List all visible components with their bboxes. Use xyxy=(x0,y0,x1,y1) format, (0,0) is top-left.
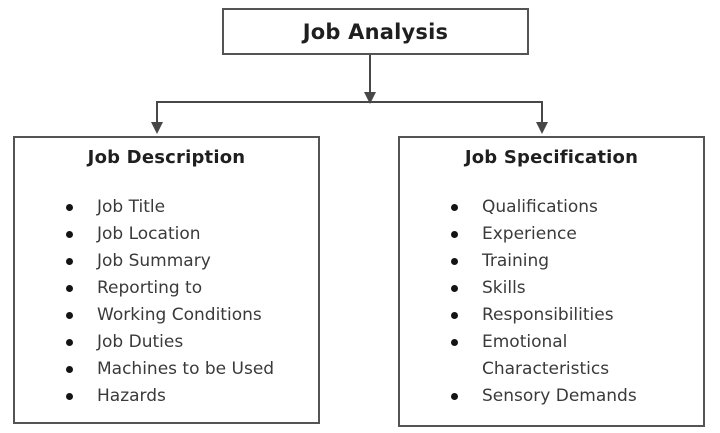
list-item-label: Responsibilities xyxy=(482,305,614,325)
list-item: Reporting to xyxy=(63,275,310,302)
job-description-list: Job Title Job Location Job Summary Repor… xyxy=(15,194,318,410)
list-item: Job Duties xyxy=(63,329,310,356)
list-item-label: Skills xyxy=(482,278,526,298)
bullet-icon xyxy=(63,194,97,221)
bullet-icon xyxy=(63,275,97,302)
job-specification-box: Job Specification Qualifications Experie… xyxy=(398,136,705,427)
list-item: Sensory Demands xyxy=(448,383,695,410)
bullet-icon xyxy=(448,275,482,302)
list-item-label: Sensory Demands xyxy=(482,386,637,406)
bullet-icon xyxy=(63,302,97,329)
arrowhead-left-icon xyxy=(151,122,163,134)
arrowhead-center-icon xyxy=(364,92,376,104)
bullet-icon xyxy=(448,248,482,275)
list-item: Skills xyxy=(448,275,695,302)
arrowhead-right-icon xyxy=(536,122,548,134)
list-item: Machines to be Used xyxy=(63,356,310,383)
bullet-icon xyxy=(448,194,482,221)
job-specification-title: Job Specification xyxy=(464,147,639,168)
job-description-box: Job Description Job Title Job Location J… xyxy=(13,136,320,424)
job-specification-list: Qualifications Experience Training Skill… xyxy=(400,194,703,410)
list-item-label: Emotional Characteristics xyxy=(482,332,610,379)
bullet-icon xyxy=(63,329,97,356)
list-item: Qualifications xyxy=(448,194,695,221)
list-item: Job Location xyxy=(63,221,310,248)
list-item: Training xyxy=(448,248,695,275)
list-item-label: Job Duties xyxy=(97,332,184,352)
job-analysis-box: Job Analysis xyxy=(222,8,529,55)
list-item-label: Machines to be Used xyxy=(97,359,275,379)
bullet-icon xyxy=(448,221,482,248)
bullet-icon xyxy=(63,248,97,275)
bullet-icon xyxy=(63,356,97,383)
job-description-title: Job Description xyxy=(87,147,246,168)
list-item-label: Job Location xyxy=(97,224,201,244)
list-item-label: Job Title xyxy=(97,197,166,217)
connector-lines xyxy=(151,55,548,134)
list-item: Responsibilities xyxy=(448,302,695,329)
list-item-label: Training xyxy=(482,251,550,271)
list-item-label: Hazards xyxy=(97,386,166,406)
bullet-icon xyxy=(63,383,97,410)
bullet-icon xyxy=(63,221,97,248)
list-item: Experience xyxy=(448,221,695,248)
list-item: Working Conditions xyxy=(63,302,310,329)
list-item: Hazards xyxy=(63,383,310,410)
list-item-label: Job Summary xyxy=(97,251,211,271)
list-item-label: Working Conditions xyxy=(97,305,262,325)
list-item-label: Experience xyxy=(482,224,577,244)
list-item-label: Qualifications xyxy=(482,197,598,217)
list-item-label: Reporting to xyxy=(97,278,203,298)
bullet-icon xyxy=(448,329,482,356)
bullet-icon xyxy=(448,383,482,410)
bullet-icon xyxy=(448,302,482,329)
list-item: Emotional Characteristics xyxy=(448,329,695,383)
list-item: Job Summary xyxy=(63,248,310,275)
job-analysis-title: Job Analysis xyxy=(302,19,449,44)
list-item: Job Title xyxy=(63,194,310,221)
